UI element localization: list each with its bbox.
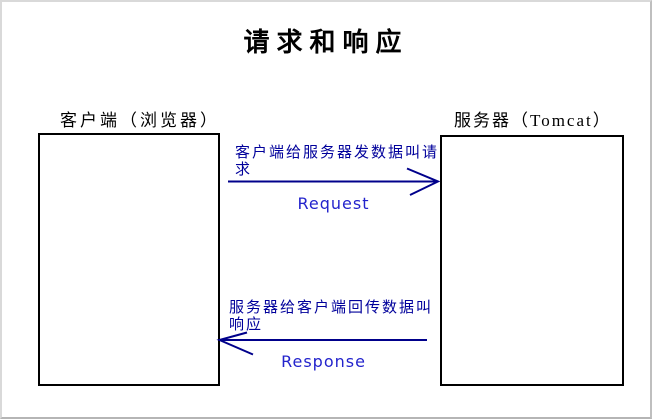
client-box-label: 客户端（浏览器） — [60, 111, 220, 130]
request-annotation-line2: 求 — [235, 161, 253, 178]
request-annotation-line1: 客户端给服务器发数据叫请 — [235, 145, 440, 161]
request-label: Request — [297, 194, 370, 213]
server-box — [440, 135, 624, 386]
response-annotation-line2: 响应 — [229, 316, 264, 333]
diagram-title: 请求和响应 — [243, 28, 409, 57]
response-label: Response — [281, 352, 366, 371]
response-annotation-line1: 服务器给客户端回传数据叫 — [229, 300, 434, 316]
response-annotation: 服务器给客户端回传数据叫 响应 — [229, 300, 433, 333]
client-box — [38, 133, 220, 386]
request-annotation: 客户端给服务器发数据叫请 求 — [235, 145, 439, 178]
server-box-label: 服务器（Tomcat） — [454, 111, 612, 130]
